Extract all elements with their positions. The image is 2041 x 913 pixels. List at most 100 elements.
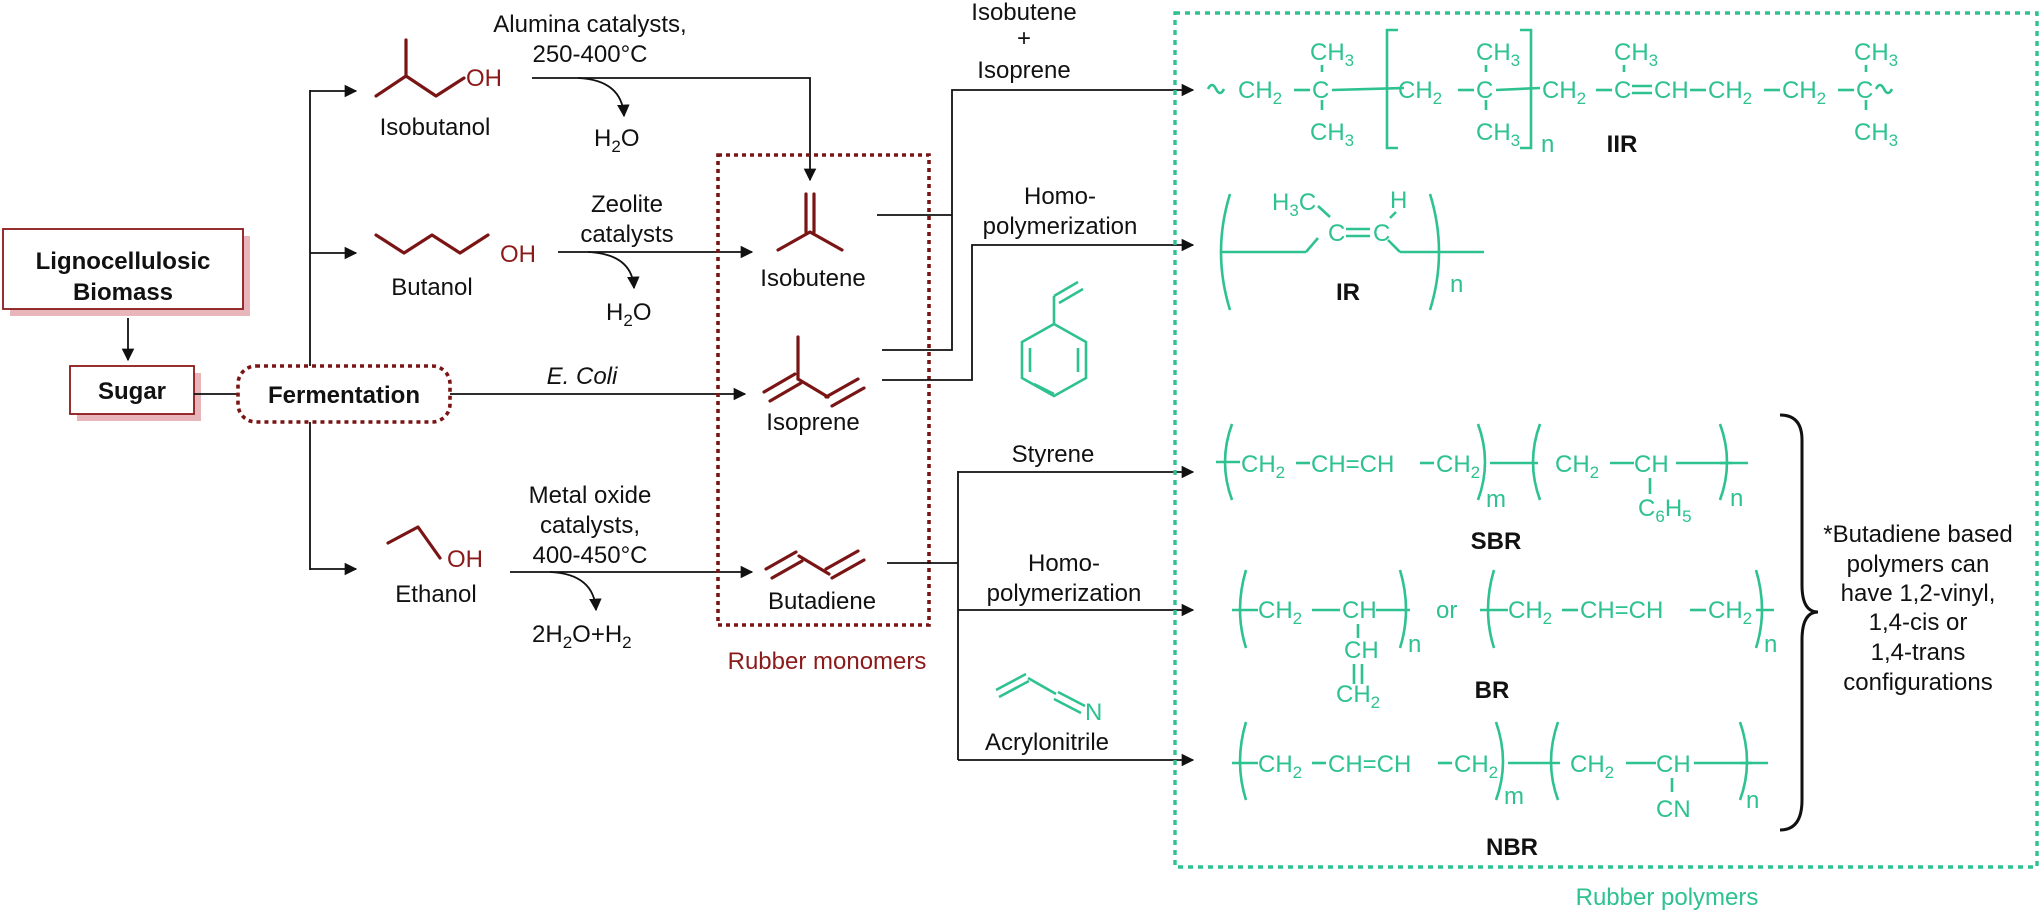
- homopolymerization-route-label-b: Homo- polymerization: [987, 550, 1142, 607]
- acrylonitrile-structure: N Acrylonitrile: [985, 672, 1109, 756]
- svg-text:C: C: [1614, 77, 1631, 104]
- svg-text:CH: CH: [1342, 597, 1377, 624]
- svg-text:Zeolite: Zeolite: [591, 191, 663, 218]
- svg-text:2H2O+H2: 2H2O+H2: [532, 621, 632, 652]
- svg-text:H2O: H2O: [594, 125, 639, 156]
- svg-text:CH: CH: [1654, 77, 1689, 104]
- butadiene-polymers-brace: [1779, 413, 1819, 832]
- ethanol-reaction: Metal oxide catalysts, 400-450°C 2H2O+H2: [510, 482, 754, 652]
- svg-text:+: +: [1017, 25, 1031, 52]
- svg-text:CH3: CH3: [1614, 39, 1658, 70]
- svg-text:H: H: [1390, 187, 1407, 214]
- svg-text:C: C: [1328, 220, 1345, 247]
- svg-text:n: n: [1730, 485, 1743, 512]
- svg-text:n: n: [1450, 271, 1463, 298]
- svg-text:CH3: CH3: [1310, 39, 1354, 70]
- butadiene-config-note: *Butadiene based polymers can have 1,2-v…: [1823, 521, 2013, 696]
- svg-text:Alumina catalysts,: Alumina catalysts,: [493, 11, 686, 38]
- svg-text:m: m: [1486, 486, 1506, 513]
- svg-text:H2O: H2O: [606, 299, 651, 330]
- copolymerization-route-label: Isobutene + Isoprene: [971, 0, 1076, 84]
- svg-text:C: C: [1856, 77, 1873, 104]
- svg-text:CH3: CH3: [1476, 39, 1520, 70]
- svg-text:CH=CH: CH=CH: [1311, 451, 1394, 478]
- butanol-label: Butanol: [391, 274, 472, 301]
- svg-text:CH2: CH2: [1708, 77, 1752, 108]
- svg-text:CH2: CH2: [1782, 77, 1826, 108]
- ir-label: IR: [1336, 279, 1360, 306]
- svg-text:CH2: CH2: [1555, 451, 1599, 482]
- svg-text:1,4-cis or: 1,4-cis or: [1869, 609, 1968, 636]
- iir-polymer: CH2 C CH3 CH3 CH2 C CH3 CH3 n CH2 C CH3 …: [1206, 28, 1898, 158]
- svg-text:CN: CN: [1656, 796, 1691, 823]
- svg-text:polymerization: polymerization: [987, 580, 1142, 607]
- butanol-structure: OH Butanol: [374, 233, 536, 301]
- svg-text:C: C: [1312, 77, 1329, 104]
- svg-text:C: C: [1373, 220, 1390, 247]
- svg-text:Isobutene: Isobutene: [971, 0, 1076, 26]
- isobutanol-structure: OH Isobutanol: [374, 38, 502, 141]
- biomass-box: Lignocellulosic Biomass: [2, 228, 250, 316]
- isobutene-label: Isobutene: [760, 265, 865, 292]
- rubber-polymers-label: Rubber polymers: [1576, 884, 1759, 911]
- svg-text:Homo-: Homo-: [1028, 550, 1100, 577]
- ir-polymer: C H3C C H n IR: [1219, 187, 1484, 311]
- svg-text:CH=CH: CH=CH: [1328, 751, 1411, 778]
- svg-text:Isoprene: Isoprene: [977, 57, 1070, 84]
- rubber-monomers-label: Rubber monomers: [728, 648, 927, 675]
- sbr-polymer: CH2 CH=CH CH2 m CH2 CH C6H5 n SBR: [1216, 423, 1748, 555]
- svg-text:n: n: [1746, 787, 1759, 814]
- sugar-box: Sugar: [69, 365, 201, 421]
- fermentation-branches: [309, 84, 747, 576]
- butadiene-structure: Butadiene: [764, 549, 876, 615]
- route-lines: [877, 83, 1195, 767]
- biomass-label-line2: Biomass: [73, 279, 173, 306]
- svg-text:catalysts: catalysts: [580, 221, 673, 248]
- nbr-polymer: CH2 CH=CH CH2 m CH2 CH CN n NBR: [1232, 721, 1768, 861]
- svg-text:C6H5: C6H5: [1638, 495, 1692, 526]
- svg-text:N: N: [1085, 699, 1102, 726]
- isoprene-structure: Isoprene: [762, 335, 866, 436]
- svg-text:*Butadiene based: *Butadiene based: [1823, 521, 2013, 548]
- ethanol-structure: OH Ethanol: [386, 525, 483, 608]
- isoprene-label: Isoprene: [766, 409, 859, 436]
- svg-text:have 1,2-vinyl,: have 1,2-vinyl,: [1841, 580, 1996, 607]
- svg-text:CH: CH: [1634, 451, 1669, 478]
- svg-text:CH=CH: CH=CH: [1580, 597, 1663, 624]
- svg-text:CH2: CH2: [1241, 451, 1285, 482]
- butadiene-label: Butadiene: [768, 588, 876, 615]
- svg-text:Metal oxide: Metal oxide: [529, 482, 652, 509]
- svg-text:CH2: CH2: [1398, 77, 1442, 108]
- svg-text:CH2: CH2: [1258, 751, 1302, 782]
- sbr-label: SBR: [1471, 528, 1522, 555]
- svg-text:CH3: CH3: [1310, 119, 1354, 150]
- biomass-label-line1: Lignocellulosic: [36, 248, 211, 275]
- isobutene-structure: Isobutene: [760, 192, 866, 292]
- svg-text:configurations: configurations: [1843, 669, 1992, 696]
- svg-text:OH: OH: [466, 65, 502, 92]
- svg-text:catalysts,: catalysts,: [540, 512, 640, 539]
- svg-text:polymerization: polymerization: [983, 213, 1138, 240]
- isobutanol-reaction: Alumina catalysts, 250-400°C H2O: [493, 11, 817, 182]
- svg-text:OH: OH: [447, 546, 483, 573]
- homopolymerization-route-label-a: Homo- polymerization: [983, 183, 1138, 240]
- svg-text:400-450°C: 400-450°C: [532, 542, 647, 569]
- svg-text:or: or: [1436, 597, 1457, 624]
- svg-text:CH2: CH2: [1508, 597, 1552, 628]
- svg-text:CH2: CH2: [1436, 451, 1480, 482]
- svg-text:CH3: CH3: [1854, 119, 1898, 150]
- nbr-label: NBR: [1486, 834, 1538, 861]
- rubber-monomers-group: [716, 153, 931, 627]
- svg-text:C: C: [1476, 77, 1493, 104]
- svg-text:CH: CH: [1656, 751, 1691, 778]
- isobutanol-label: Isobutanol: [380, 114, 491, 141]
- svg-text:250-400°C: 250-400°C: [532, 41, 647, 68]
- svg-text:CH2: CH2: [1708, 597, 1752, 628]
- acrylonitrile-label: Acrylonitrile: [985, 729, 1109, 756]
- styrene-label: Styrene: [1012, 441, 1095, 468]
- svg-text:Homo-: Homo-: [1024, 183, 1096, 210]
- svg-text:CH2: CH2: [1258, 597, 1302, 628]
- svg-text:CH2: CH2: [1336, 681, 1380, 712]
- svg-text:CH2: CH2: [1238, 77, 1282, 108]
- br-label: BR: [1475, 677, 1510, 704]
